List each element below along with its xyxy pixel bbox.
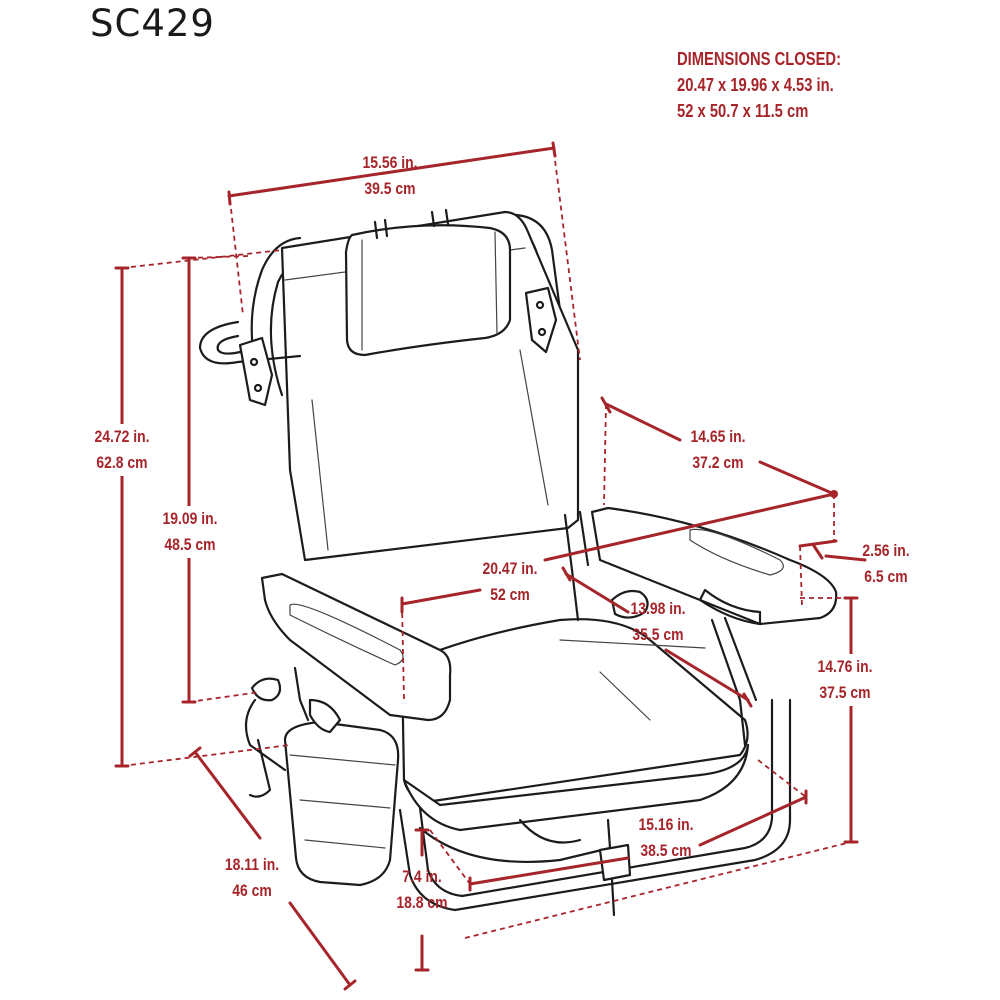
dim-seat-width (468, 856, 630, 886)
rear-frame (398, 698, 792, 912)
dimensions-closed-cm: 52 x 50.7 x 11.5 cm (677, 101, 809, 121)
model-number: SC429 (90, 2, 215, 45)
dim-seat-depth (564, 572, 630, 614)
dimension-lines (114, 141, 867, 991)
label-seat-depth: 13.98 in. 35.5 cm (630, 599, 686, 644)
label-armrest-width: 2.56 in. 6.5 cm (862, 541, 910, 586)
label-overall-height: 24.72 in. 62.8 cm (94, 424, 150, 476)
dimensions-closed: DIMENSIONS CLOSED: 20.47 x 19.96 x 4.53 … (677, 46, 841, 124)
dim-top-width (227, 146, 556, 198)
strap-buckle (598, 843, 632, 882)
hinge-upper-right (524, 286, 558, 354)
dimensions-closed-heading: DIMENSIONS CLOSED: (677, 49, 842, 69)
hinge-upper-left (238, 336, 274, 407)
label-armrest-length: 14.65 in. 37.2 cm (690, 427, 746, 472)
dim-armrest-width (798, 539, 838, 548)
label-top-width: 15.56 in. 39.5 cm (362, 153, 418, 198)
label-seat-height: 7.4 in. 18.8 cm (396, 867, 448, 912)
label-armrest-height: 14.76 in. 37.5 cm (817, 654, 873, 706)
seat-front (402, 743, 750, 832)
label-overall-width: 20.47 in. 52 cm (482, 559, 538, 604)
dim-overall-width (543, 492, 836, 562)
label-back-height: 19.09 in. 48.5 cm (162, 506, 218, 558)
pivot-knob-right (610, 589, 649, 619)
side-bar (198, 320, 302, 365)
dim-overall-depth (193, 750, 262, 840)
headrest-pillow (344, 224, 512, 357)
chair-illustration (198, 208, 838, 917)
dimensions-closed-inches: 20.47 x 19.96 x 4.53 in. (677, 75, 834, 95)
label-overall-depth: 18.11 in. 46 cm (224, 855, 280, 900)
seat (400, 618, 749, 802)
label-seat-width: 15.16 in. 38.5 cm (638, 815, 694, 860)
pivot-knob-left (250, 677, 282, 702)
dim-armrest-length (604, 402, 682, 442)
